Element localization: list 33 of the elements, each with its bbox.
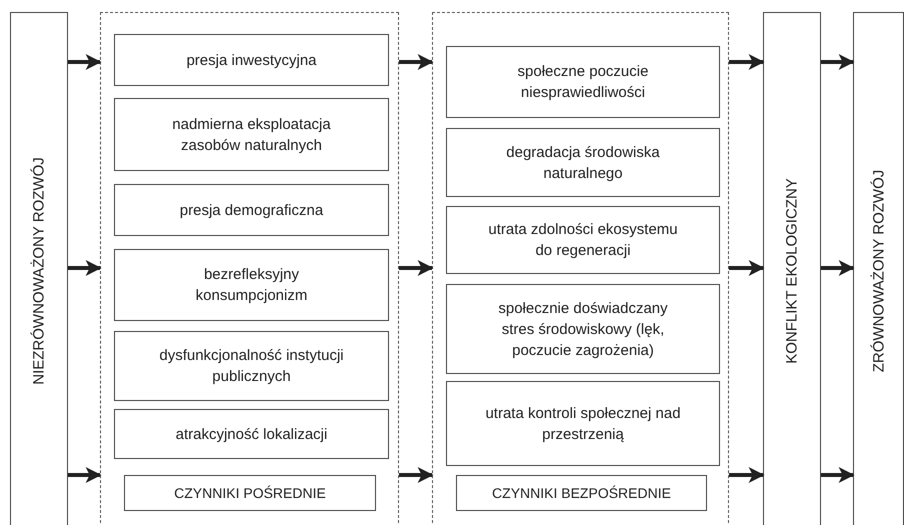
dashed-group-frame: [100, 12, 399, 525]
arrow: [729, 54, 765, 70]
arrow: [68, 260, 102, 276]
factor-box: degradacja środowiska naturalnego: [446, 128, 720, 197]
arrow: [821, 467, 855, 483]
group-label-box: CZYNNIKI BEZPOŚREDNIE: [456, 475, 707, 511]
group-label-box: CZYNNIKI POŚREDNIE: [124, 475, 376, 511]
arrow: [399, 54, 434, 70]
factor-box: presja demograficzna: [114, 184, 389, 236]
factor-box: utrata zdolności ekosystemu do regeneracji: [446, 206, 720, 274]
arrow: [821, 260, 855, 276]
factor-box: społecznie doświadczany stres środowiskowy (lęk, poczucie zagrożenia): [446, 284, 720, 374]
arrow: [68, 467, 102, 483]
stage-label: KONFLIKT EKOLOGICZNY: [784, 178, 800, 364]
stage-label: NIEZRÓWNOWAŻONY ROZWÓJ: [30, 156, 48, 384]
arrow: [729, 467, 765, 483]
factor-box: społeczne poczucie niesprawiedliwości: [446, 46, 720, 118]
arrow: [399, 260, 434, 276]
factor-box: bezrefleksyjny konsumpcjonizm: [114, 249, 389, 321]
factor-box: dysfunkcjonalność instytucji publicznych: [114, 331, 389, 401]
vertical-stage-box: [763, 12, 821, 525]
vertical-stage-box: [10, 12, 68, 525]
stage-label: ZRÓWNOWAŻONY ROZWÓJ: [870, 169, 887, 372]
factor-box: atrakcyjność lokalizacji: [114, 409, 389, 459]
arrow: [821, 54, 855, 70]
factor-box: utrata kontroli społecznej nad przestrzenią: [446, 381, 720, 466]
dashed-group-frame: [432, 12, 729, 525]
arrow: [68, 54, 102, 70]
arrow: [399, 467, 434, 483]
factor-box: nadmierna eksploatacja zasobów naturalnych: [114, 98, 389, 171]
vertical-stage-box: [853, 12, 904, 525]
arrow: [729, 260, 765, 276]
factor-box: presja inwestycyjna: [114, 34, 389, 86]
